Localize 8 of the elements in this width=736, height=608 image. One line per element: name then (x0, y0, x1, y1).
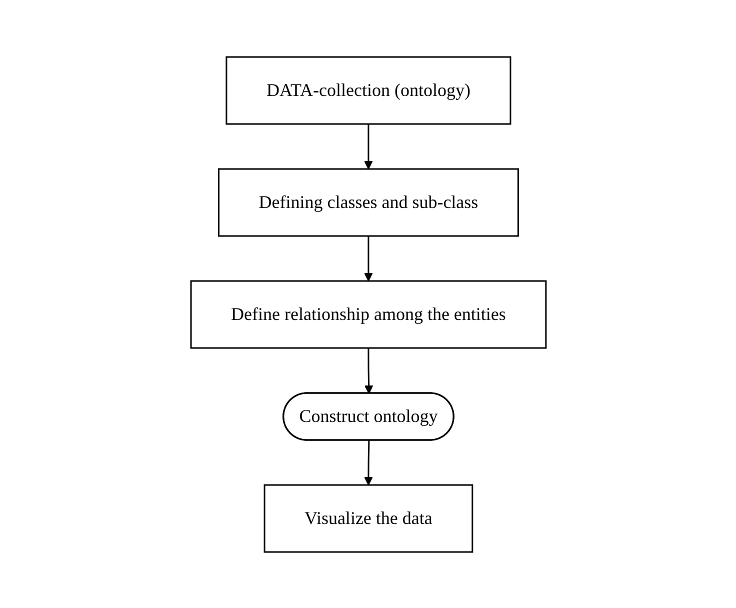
arrow (364, 124, 372, 169)
node-box: Define relationship among the entities (190, 280, 546, 348)
arrow (364, 348, 373, 394)
node-box: Visualize the data (263, 484, 473, 552)
node-box: DATA-collection (ontology) (225, 56, 511, 124)
node-box: Defining classes and sub-class (218, 168, 518, 236)
arrow (364, 440, 372, 485)
arrow (364, 236, 372, 281)
